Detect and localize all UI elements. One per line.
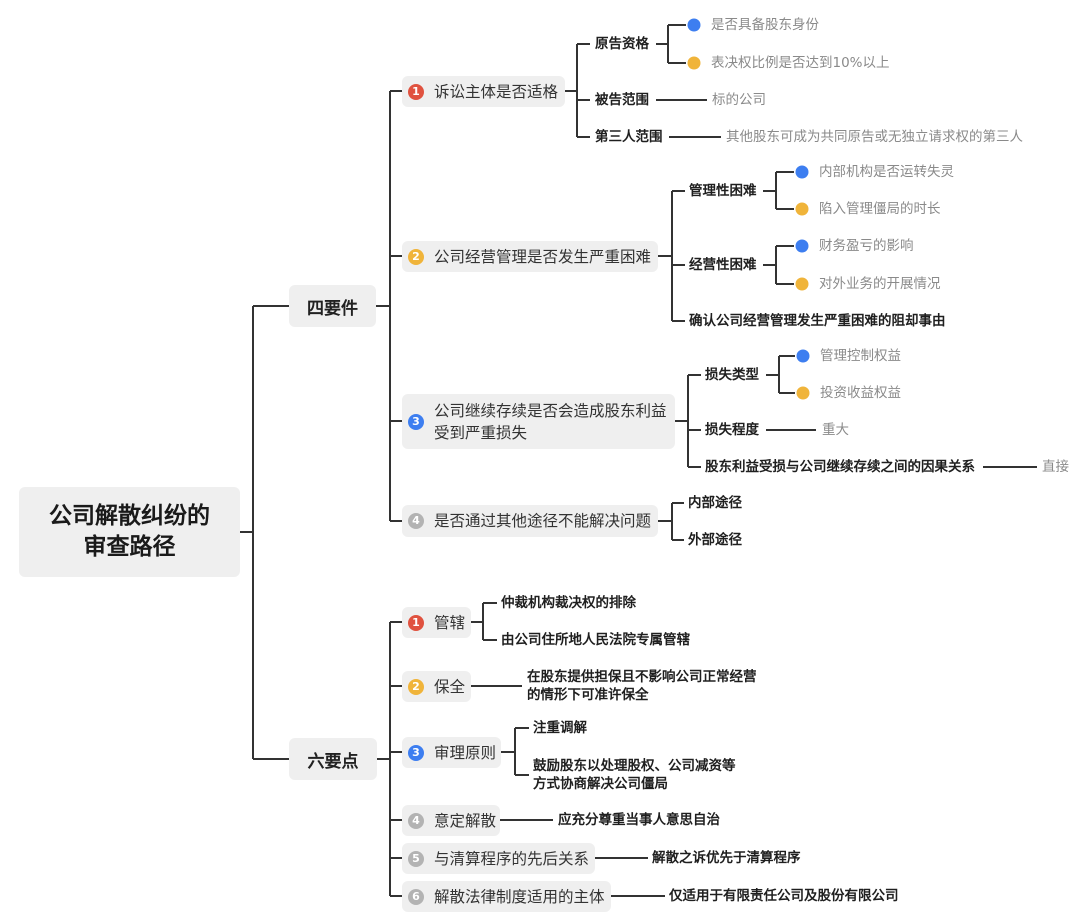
topic-label: 公司继续存续是否会造成股东利益 受到严重损失 bbox=[434, 400, 667, 444]
leaf-internal-organs[interactable]: 内部机构是否运转失灵 bbox=[819, 164, 954, 180]
topic-label: 六要点 bbox=[307, 751, 359, 772]
leaf-deadlock-duration[interactable]: 陷入管理僵局的时长 bbox=[819, 201, 941, 217]
leaf-direct[interactable]: 直接 bbox=[1042, 459, 1069, 475]
connector-line bbox=[658, 502, 684, 541]
topic-applicable-entities[interactable]: 6 解散法律制度适用的主体 bbox=[402, 881, 611, 912]
topic-trial-principles[interactable]: 3 审理原则 bbox=[402, 737, 501, 768]
orange-dot-icon bbox=[687, 56, 701, 70]
topic-other-remedies[interactable]: 4 是否通过其他途径不能解决问题 bbox=[402, 505, 658, 537]
topic-label: 四要件 bbox=[307, 298, 358, 319]
leaf-shareholder-identity[interactable]: 是否具备股东身份 bbox=[711, 17, 819, 33]
root-title-line2: 审查路径 bbox=[83, 534, 176, 560]
topic-label: 公司经营管理是否发生严重困难 bbox=[434, 247, 652, 266]
topic-label: 管辖 bbox=[434, 613, 466, 632]
subtopic-negotiation[interactable]: 鼓励股东以处理股权、公司减资等 方式协商解决公司僵局 bbox=[533, 757, 736, 793]
topic-jurisdiction[interactable]: 1 管辖 bbox=[402, 607, 471, 638]
subtopic-external-route[interactable]: 外部途径 bbox=[688, 532, 742, 548]
orange-dot-icon bbox=[795, 202, 809, 216]
subtopic-line1: 在股东提供担保且不影响公司正常经营 bbox=[527, 669, 757, 685]
connector-line bbox=[390, 621, 402, 897]
subtopic-causal-relation[interactable]: 股东利益受损与公司继续存续之间的因果关系 bbox=[705, 459, 975, 475]
topic-four-elements[interactable]: 四要件 bbox=[289, 285, 376, 327]
topic-label: 是否通过其他途径不能解决问题 bbox=[434, 512, 652, 530]
leaf-target-company[interactable]: 标的公司 bbox=[712, 92, 766, 108]
connector-line bbox=[656, 24, 686, 64]
subtopic-blocking-reasons[interactable]: 确认公司经营管理发生严重困难的阻却事由 bbox=[689, 313, 946, 329]
connector-line bbox=[763, 245, 794, 285]
orange-dot-icon bbox=[796, 386, 810, 400]
topic-six-points[interactable]: 六要点 bbox=[289, 738, 377, 780]
connector-line bbox=[471, 602, 497, 641]
connector-line bbox=[565, 43, 590, 138]
leaf-control-rights[interactable]: 管理控制权益 bbox=[820, 348, 901, 364]
orange-dot-icon bbox=[795, 277, 809, 291]
subtopic-exclusive-court[interactable]: 由公司住所地人民法院专属管辖 bbox=[501, 632, 690, 648]
topic-label-line1: 公司继续存续是否会造成股东利益 bbox=[434, 401, 667, 420]
connector-line bbox=[501, 727, 529, 776]
blue-dot-icon bbox=[795, 165, 809, 179]
priority-3-icon: 3 bbox=[408, 413, 424, 430]
priority-4-icon: 4 bbox=[408, 812, 424, 829]
connector-line bbox=[390, 90, 402, 522]
topic-label: 审理原则 bbox=[434, 743, 497, 762]
topic-shareholder-loss[interactable]: 3 公司继续存续是否会造成股东利益 受到严重损失 bbox=[402, 394, 675, 449]
subtopic-preservation-condition[interactable]: 在股东提供担保且不影响公司正常经营 的情形下可准许保全 bbox=[527, 668, 757, 704]
priority-3-icon: 3 bbox=[408, 744, 424, 761]
leaf-external-business[interactable]: 对外业务的开展情况 bbox=[819, 276, 941, 292]
topic-label: 诉讼主体是否适格 bbox=[434, 82, 559, 101]
subtopic-line2: 的情形下可准许保全 bbox=[527, 687, 649, 703]
subtopic-dissolution-first[interactable]: 解散之诉优先于清算程序 bbox=[652, 850, 801, 866]
subtopic-line1: 鼓励股东以处理股权、公司减资等 bbox=[533, 758, 736, 774]
root-topic[interactable]: 公司解散纠纷的 审查路径 bbox=[19, 487, 240, 577]
connector-line bbox=[658, 190, 685, 322]
topic-management-difficulty[interactable]: 2 公司经营管理是否发生严重困难 bbox=[402, 241, 658, 272]
topic-preservation[interactable]: 2 保全 bbox=[402, 671, 471, 702]
leaf-investment-rights[interactable]: 投资收益权益 bbox=[820, 385, 901, 401]
blue-dot-icon bbox=[795, 239, 809, 253]
subtopic-managerial-difficulty[interactable]: 管理性困难 bbox=[689, 183, 757, 199]
priority-1-icon: 1 bbox=[408, 83, 424, 100]
subtopic-autonomy[interactable]: 应充分尊重当事人意思自治 bbox=[558, 812, 720, 828]
leaf-third-party-detail[interactable]: 其他股东可成为共同原告或无独立请求权的第三人 bbox=[726, 129, 1023, 145]
topic-liquidation-order[interactable]: 5 与清算程序的先后关系 bbox=[402, 843, 595, 874]
priority-5-icon: 5 bbox=[408, 850, 424, 867]
topic-label-line2: 受到严重损失 bbox=[434, 423, 528, 442]
topic-label: 保全 bbox=[434, 677, 466, 696]
priority-1-icon: 1 bbox=[408, 614, 424, 631]
blue-dot-icon bbox=[796, 349, 810, 363]
leaf-voting-ratio[interactable]: 表决权比例是否达到10%以上 bbox=[711, 55, 890, 71]
leaf-financial-impact[interactable]: 财务盈亏的影响 bbox=[819, 238, 914, 254]
subtopic-line2: 方式协商解决公司僵局 bbox=[533, 776, 668, 792]
topic-voluntary-dissolution[interactable]: 4 意定解散 bbox=[402, 805, 500, 836]
priority-2-icon: 2 bbox=[408, 248, 424, 265]
subtopic-arbitration-exclusion[interactable]: 仲裁机构裁决权的排除 bbox=[501, 595, 636, 611]
connector-line bbox=[766, 355, 795, 394]
connector-line bbox=[763, 171, 794, 210]
root-title-line1: 公司解散纠纷的 bbox=[49, 503, 210, 529]
leaf-serious[interactable]: 重大 bbox=[822, 422, 849, 438]
subtopic-operational-difficulty[interactable]: 经营性困难 bbox=[689, 257, 757, 273]
subtopic-third-party-scope[interactable]: 第三人范围 bbox=[595, 129, 663, 145]
subtopic-mediation[interactable]: 注重调解 bbox=[533, 720, 587, 736]
connector-line bbox=[675, 374, 701, 468]
priority-2-icon: 2 bbox=[408, 678, 424, 695]
subtopic-defendant-scope[interactable]: 被告范围 bbox=[595, 92, 649, 108]
subtopic-company-types[interactable]: 仅适用于有限责任公司及股份有限公司 bbox=[669, 888, 899, 904]
priority-6-icon: 6 bbox=[408, 888, 424, 905]
subtopic-plaintiff-qualification[interactable]: 原告资格 bbox=[595, 36, 649, 52]
topic-litigation-subject[interactable]: 1 诉讼主体是否适格 bbox=[402, 76, 565, 107]
subtopic-loss-degree[interactable]: 损失程度 bbox=[705, 422, 759, 438]
priority-4-icon: 4 bbox=[408, 513, 424, 529]
subtopic-loss-type[interactable]: 损失类型 bbox=[705, 367, 759, 383]
topic-label: 解散法律制度适用的主体 bbox=[434, 887, 605, 906]
blue-dot-icon bbox=[687, 18, 701, 32]
subtopic-internal-route[interactable]: 内部途径 bbox=[688, 495, 742, 511]
topic-label: 意定解散 bbox=[434, 811, 497, 830]
topic-label: 与清算程序的先后关系 bbox=[434, 849, 590, 868]
